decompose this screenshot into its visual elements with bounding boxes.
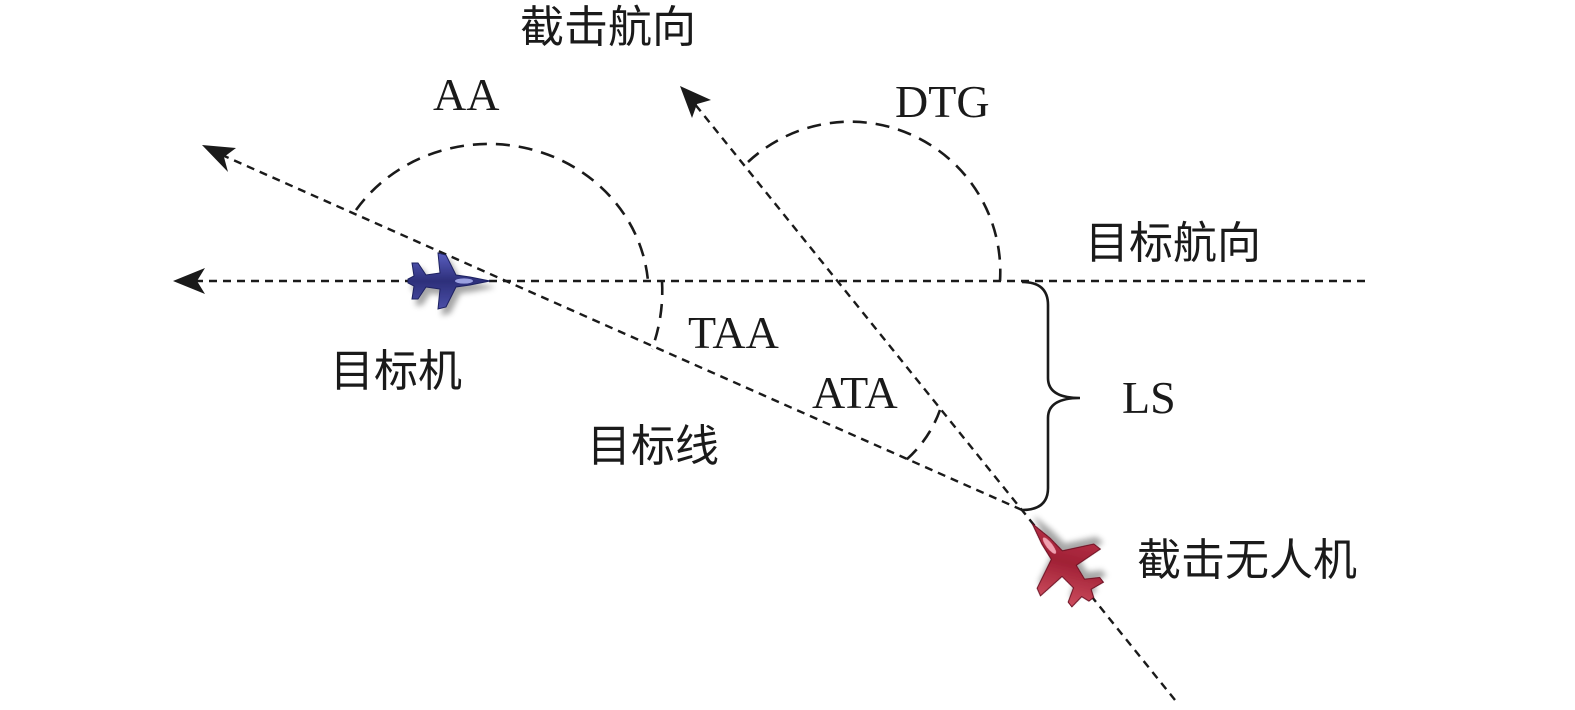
uav-jet-icon — [1031, 523, 1105, 608]
target-line-arrowhead — [202, 145, 236, 172]
intercept-heading-label: 截击航向 — [520, 2, 696, 53]
target-line-label: 目标线 — [587, 421, 719, 472]
taa-label: TAA — [688, 307, 779, 358]
target-heading-arrowhead — [173, 268, 205, 294]
target-aircraft-icon — [407, 252, 491, 310]
ata-arc — [905, 409, 942, 461]
ls-brace — [1021, 280, 1081, 512]
ls-label: LS — [1122, 372, 1176, 423]
taa-arc — [650, 280, 664, 350]
aa-arc — [354, 142, 650, 282]
intercept-uav-label: 截击无人机 — [1137, 535, 1357, 586]
ata-label: ATA — [812, 367, 898, 418]
target-line — [221, 153, 1023, 512]
dtg-arc — [747, 120, 1002, 282]
intercept-heading-arrowhead — [680, 86, 711, 118]
intercept-heading-line — [693, 102, 1176, 701]
target-aircraft-label: 目标机 — [330, 346, 462, 397]
aa-label: AA — [433, 69, 499, 120]
target-heading-label: 目标航向 — [1085, 218, 1261, 269]
dtg-label: DTG — [895, 76, 990, 127]
